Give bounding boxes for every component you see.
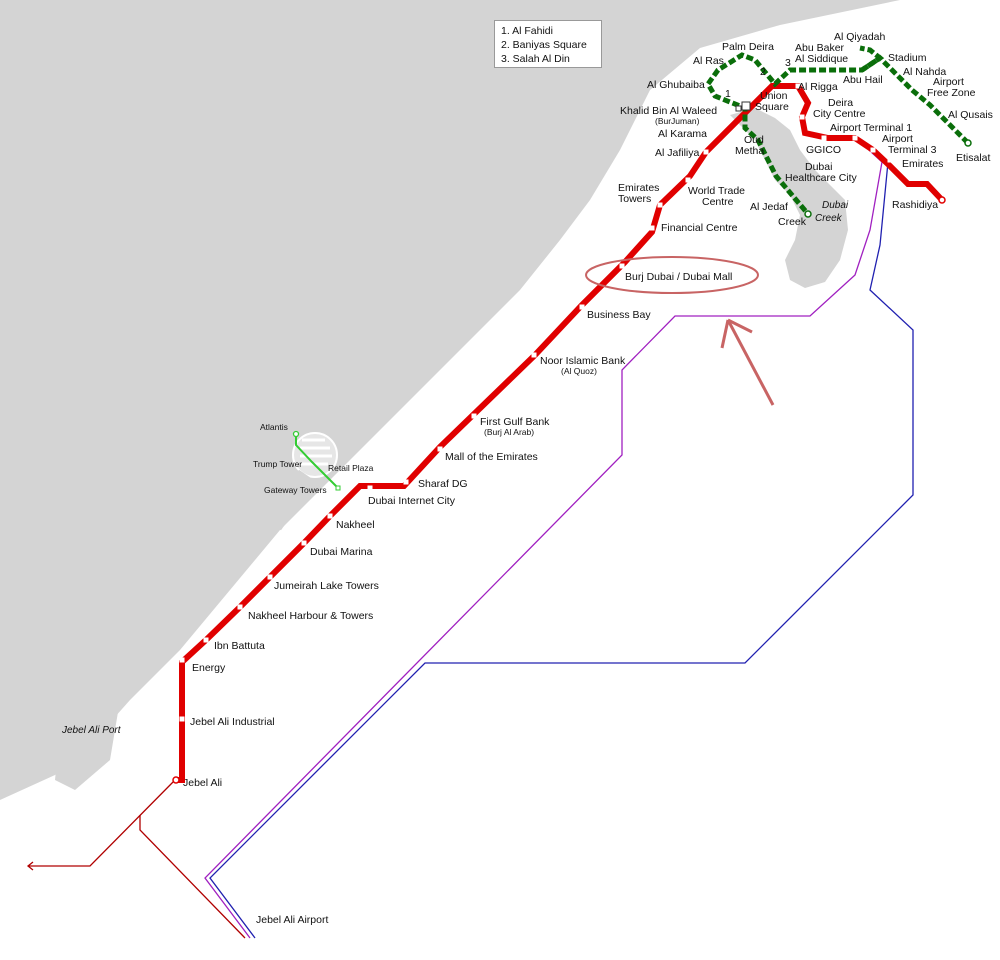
burj-highlight-ellipse	[585, 256, 759, 294]
label-al-nahda[interactable]: Al Nahda	[903, 66, 946, 78]
label-al-karama[interactable]: Al Karama	[658, 128, 707, 140]
label-abs-a[interactable]: Abu Baker	[795, 42, 845, 54]
label-oud-a[interactable]: Oud	[744, 134, 764, 146]
label-union-b[interactable]: Square	[755, 101, 789, 113]
label-burj-dubai[interactable]: Burj Dubai / Dubai Mall	[625, 271, 732, 283]
label-stadium[interactable]: Stadium	[888, 52, 927, 64]
label-ggico[interactable]: GGICO	[806, 144, 841, 156]
label-nht[interactable]: Nakheel Harbour & Towers	[248, 610, 373, 622]
label-union-a[interactable]: Union	[760, 90, 788, 102]
label-jebel-ali-port: Jebel Ali Port	[61, 725, 122, 736]
label-airport-t3-b[interactable]: Terminal 3	[888, 144, 937, 156]
label-creek[interactable]: Creek	[778, 216, 807, 228]
dark-red-route	[26, 779, 246, 939]
label-dhc-a[interactable]: Dubai	[805, 161, 832, 173]
label-nakheel[interactable]: Nakheel	[336, 519, 375, 531]
label-fgb-b[interactable]: (Burj Al Arab)	[484, 427, 534, 437]
label-abs-b[interactable]: Al Siddique	[795, 53, 848, 65]
red-station-dots	[179, 83, 893, 722]
label-energy[interactable]: Energy	[192, 662, 226, 674]
label-wtc-a[interactable]: World Trade	[688, 185, 745, 197]
label-fgb-a[interactable]: First Gulf Bank	[480, 416, 550, 428]
legend-item-2: 2. Baniyas Square	[501, 39, 587, 51]
label-dhc-b[interactable]: Healthcare City	[785, 172, 858, 184]
label-noor-a[interactable]: Noor Islamic Bank	[540, 355, 626, 367]
label-afz-b[interactable]: Free Zone	[927, 87, 976, 99]
green-line	[705, 45, 970, 216]
purple-route	[204, 139, 883, 939]
label-palm-deira[interactable]: Palm Deira	[722, 41, 774, 53]
blue-route	[209, 139, 914, 939]
legend-item-1: 1. Al Fahidi	[501, 25, 553, 37]
label-abu-hail[interactable]: Abu Hail	[843, 74, 883, 86]
label-oud-b[interactable]: Metha	[735, 145, 764, 157]
jebel-ali-port-land	[40, 660, 120, 790]
label-atlantis[interactable]: Atlantis	[260, 422, 288, 432]
label-al-jedaf[interactable]: Al Jedaf	[750, 201, 788, 213]
label-gateway[interactable]: Gateway Towers	[264, 485, 327, 495]
label-business-bay[interactable]: Business Bay	[587, 309, 651, 321]
station-gateway-marker[interactable]	[335, 485, 341, 491]
label-deira-cc-a[interactable]: Deira	[828, 97, 853, 109]
marker-1: 1	[725, 88, 731, 100]
label-trump[interactable]: Trump Tower	[253, 459, 302, 469]
label-noor-b[interactable]: (Al Quoz)	[561, 366, 597, 376]
label-airport-t1[interactable]: Airport Terminal 1	[830, 122, 912, 134]
label-wtc-b[interactable]: Centre	[702, 196, 734, 208]
label-khalid-a[interactable]: Khalid Bin Al Waleed	[620, 105, 717, 117]
label-dubai-creek-b: Creek	[815, 213, 843, 224]
station-jebel-ali-marker[interactable]	[172, 776, 180, 784]
label-financial-centre[interactable]: Financial Centre	[661, 222, 738, 234]
label-et-a[interactable]: Emirates	[618, 182, 659, 194]
marker-3: 3	[785, 57, 791, 69]
label-rashidiya[interactable]: Rashidiya	[892, 199, 938, 211]
label-al-ras[interactable]: Al Ras	[693, 55, 724, 67]
station-creek-marker[interactable]	[804, 210, 812, 218]
label-al-rigga[interactable]: Al Rigga	[798, 81, 838, 93]
label-etisalat[interactable]: Etisalat	[956, 152, 991, 164]
station-union-marker[interactable]	[741, 101, 751, 111]
label-moe[interactable]: Mall of the Emirates	[445, 451, 538, 463]
station-rashidiya-marker[interactable]	[938, 196, 946, 204]
palm-jumeirah-island	[264, 432, 338, 531]
label-jlt[interactable]: Jumeirah Lake Towers	[274, 580, 379, 592]
station-khalid-marker[interactable]	[735, 105, 742, 112]
label-dubai-creek-a: Dubai	[822, 200, 849, 211]
interchange-legend: 1. Al Fahidi 2. Baniyas Square 3. Salah …	[494, 20, 602, 68]
label-khalid-b[interactable]: (BurJuman)	[655, 116, 700, 126]
label-al-qiyadah[interactable]: Al Qiyadah	[834, 31, 886, 43]
label-ibn-battuta[interactable]: Ibn Battuta	[214, 640, 265, 652]
creek-water	[730, 108, 848, 288]
label-al-ghubaiba[interactable]: Al Ghubaiba	[647, 79, 705, 91]
label-al-qusais[interactable]: Al Qusais	[948, 109, 993, 121]
label-emirates[interactable]: Emirates	[902, 158, 943, 170]
station-etisalat-marker[interactable]	[964, 139, 972, 147]
label-retail[interactable]: Retail Plaza	[328, 463, 374, 473]
label-dic[interactable]: Dubai Internet City	[368, 495, 456, 507]
marker-2: 2	[760, 66, 766, 78]
palm-monorail	[295, 434, 339, 489]
sea-area	[0, 0, 900, 800]
pointer-arrow	[720, 318, 775, 406]
red-line	[175, 83, 945, 783]
label-marina[interactable]: Dubai Marina	[310, 546, 373, 558]
label-airport-t3-a[interactable]: Airport	[882, 133, 913, 145]
label-deira-cc-b[interactable]: City Centre	[813, 108, 866, 120]
label-afz-a[interactable]: Airport	[933, 76, 964, 88]
station-atlantis-marker[interactable]	[292, 430, 300, 438]
label-sharaf[interactable]: Sharaf DG	[418, 478, 468, 490]
label-jebel-ali[interactable]: Jebel Ali	[183, 777, 222, 789]
label-al-jafiliya[interactable]: Al Jafiliya	[655, 147, 700, 159]
sea-main	[0, 0, 900, 800]
label-jebel-ali-airport[interactable]: Jebel Ali Airport	[256, 914, 328, 926]
label-jai[interactable]: Jebel Ali Industrial	[190, 716, 275, 728]
legend-item-3: 3. Salah Al Din	[501, 53, 570, 65]
label-et-b[interactable]: Towers	[618, 193, 651, 205]
